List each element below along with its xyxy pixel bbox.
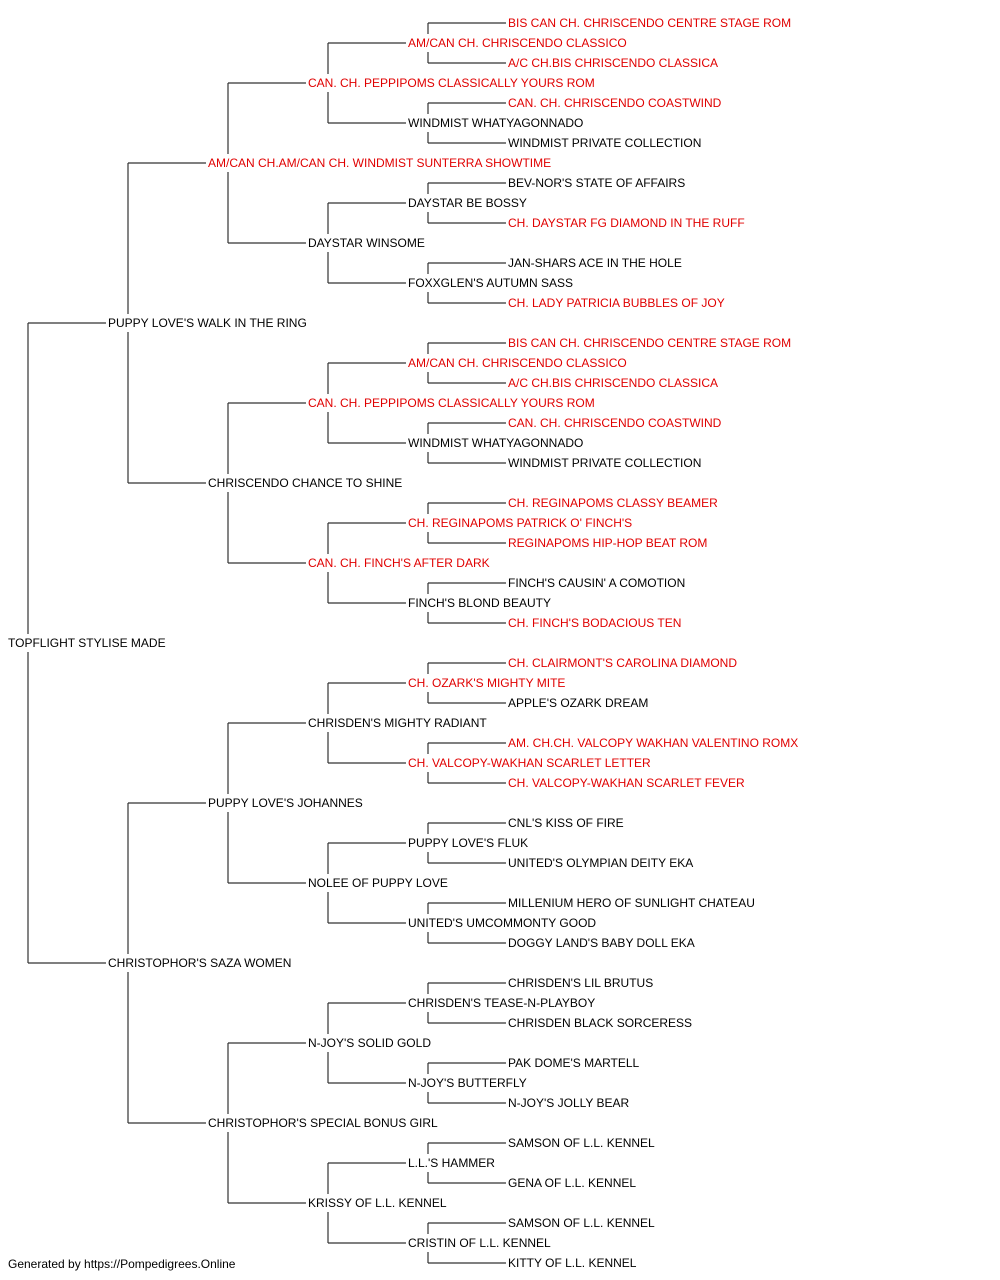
dog-name-gen5: CHRISDEN BLACK SORCERESS: [508, 1016, 692, 1030]
dog-name-gen5: JAN-SHARS ACE IN THE HOLE: [508, 256, 682, 270]
dog-name-gen3: N-JOY'S SOLID GOLD: [308, 1036, 431, 1050]
dog-name-gen4: CH. REGINAPOMS PATRICK O' FINCH'S: [408, 516, 632, 530]
dog-name-gen5: CHRISDEN'S LIL BRUTUS: [508, 976, 653, 990]
dog-name-gen4: AM/CAN CH. CHRISCENDO CLASSICO: [408, 36, 627, 50]
dog-name-gen5: WINDMIST PRIVATE COLLECTION: [508, 456, 701, 470]
dog-name-gen4: FOXXGLEN'S AUTUMN SASS: [408, 276, 573, 290]
dog-name-gen5: APPLE'S OZARK DREAM: [508, 696, 648, 710]
dog-name-gen4: DAYSTAR BE BOSSY: [408, 196, 527, 210]
dog-name-gen5: WINDMIST PRIVATE COLLECTION: [508, 136, 701, 150]
dog-name-gen4: CH. VALCOPY-WAKHAN SCARLET LETTER: [408, 756, 651, 770]
dog-name-gen3: NOLEE OF PUPPY LOVE: [308, 876, 448, 890]
dog-name-gen4: CHRISDEN'S TEASE-N-PLAYBOY: [408, 996, 595, 1010]
dog-name-gen4: FINCH'S BLOND BEAUTY: [408, 596, 551, 610]
dog-name-gen1: CHRISTOPHOR'S SAZA WOMEN: [108, 956, 291, 970]
dog-name-gen5: MILLENIUM HERO OF SUNLIGHT CHATEAU: [508, 896, 755, 910]
dog-name-gen0: TOPFLIGHT STYLISE MADE: [8, 636, 166, 650]
dog-name-gen5: A/C CH.BIS CHRISCENDO CLASSICA: [508, 376, 718, 390]
dog-name-gen5: CAN. CH. CHRISCENDO COASTWIND: [508, 96, 722, 110]
footer-credit: Generated by https://Pompedigrees.Online: [8, 1257, 236, 1271]
dog-name-gen5: CH. CLAIRMONT'S CAROLINA DIAMOND: [508, 656, 737, 670]
dog-name-gen4: CRISTIN OF L.L. KENNEL: [408, 1236, 551, 1250]
dog-name-gen3: CHRISDEN'S MIGHTY RADIANT: [308, 716, 487, 730]
dog-name-gen4: UNITED'S UMCOMMONTY GOOD: [408, 916, 596, 930]
dog-name-gen2: CHRISCENDO CHANCE TO SHINE: [208, 476, 402, 490]
dog-name-gen5: N-JOY'S JOLLY BEAR: [508, 1096, 630, 1110]
dog-name-gen5: UNITED'S OLYMPIAN DEITY EKA: [508, 856, 693, 870]
dog-name-gen5: CH. DAYSTAR FG DIAMOND IN THE RUFF: [508, 216, 745, 230]
dog-name-gen5: CH. REGINAPOMS CLASSY BEAMER: [508, 496, 718, 510]
dog-name-gen5: BEV-NOR'S STATE OF AFFAIRS: [508, 176, 685, 190]
dog-name-gen5: CAN. CH. CHRISCENDO COASTWIND: [508, 416, 722, 430]
dog-name-gen5: KITTY OF L.L. KENNEL: [508, 1256, 637, 1270]
dog-name-gen5: BIS CAN CH. CHRISCENDO CENTRE STAGE ROM: [508, 336, 791, 350]
dog-name-gen4: WINDMIST WHATYAGONNADO: [408, 436, 583, 450]
dog-name-gen5: REGINAPOMS HIP-HOP BEAT ROM: [508, 536, 707, 550]
dog-name-gen4: AM/CAN CH. CHRISCENDO CLASSICO: [408, 356, 627, 370]
dog-name-gen3: DAYSTAR WINSOME: [308, 236, 425, 250]
dog-name-gen3: CAN. CH. FINCH'S AFTER DARK: [308, 556, 490, 570]
dog-name-gen3: CAN. CH. PEPPIPOMS CLASSICALLY YOURS ROM: [308, 76, 595, 90]
dog-name-gen2: AM/CAN CH.AM/CAN CH. WINDMIST SUNTERRA S…: [208, 156, 551, 170]
dog-name-gen5: FINCH'S CAUSIN' A COMOTION: [508, 576, 685, 590]
dog-name-gen5: SAMSON OF L.L. KENNEL: [508, 1136, 655, 1150]
dog-name-gen5: CH. LADY PATRICIA BUBBLES OF JOY: [508, 296, 725, 310]
dog-name-gen5: GENA OF L.L. KENNEL: [508, 1176, 636, 1190]
dog-name-gen5: AM. CH.CH. VALCOPY WAKHAN VALENTINO ROMX: [508, 736, 798, 750]
dog-name-gen5: CH. FINCH'S BODACIOUS TEN: [508, 616, 681, 630]
dog-name-gen3: CAN. CH. PEPPIPOMS CLASSICALLY YOURS ROM: [308, 396, 595, 410]
dog-name-gen5: PAK DOME'S MARTELL: [508, 1056, 640, 1070]
dog-name-gen5: CNL'S KISS OF FIRE: [508, 816, 624, 830]
dog-name-gen5: A/C CH.BIS CHRISCENDO CLASSICA: [508, 56, 718, 70]
dog-name-gen4: WINDMIST WHATYAGONNADO: [408, 116, 583, 130]
dog-name-gen4: PUPPY LOVE'S FLUK: [408, 836, 528, 850]
dog-name-gen2: CHRISTOPHOR'S SPECIAL BONUS GIRL: [208, 1116, 438, 1130]
dog-name-gen2: PUPPY LOVE'S JOHANNES: [208, 796, 363, 810]
dog-name-gen3: KRISSY OF L.L. KENNEL: [308, 1196, 447, 1210]
dog-name-gen5: BIS CAN CH. CHRISCENDO CENTRE STAGE ROM: [508, 16, 791, 30]
dog-name-gen1: PUPPY LOVE'S WALK IN THE RING: [108, 316, 307, 330]
dog-name-gen4: CH. OZARK'S MIGHTY MITE: [408, 676, 565, 690]
dog-name-gen4: L.L.'S HAMMER: [408, 1156, 495, 1170]
dog-name-gen5: SAMSON OF L.L. KENNEL: [508, 1216, 655, 1230]
dog-name-gen4: N-JOY'S BUTTERFLY: [408, 1076, 527, 1090]
dog-name-gen5: CH. VALCOPY-WAKHAN SCARLET FEVER: [508, 776, 745, 790]
dog-name-gen5: DOGGY LAND'S BABY DOLL EKA: [508, 936, 695, 950]
